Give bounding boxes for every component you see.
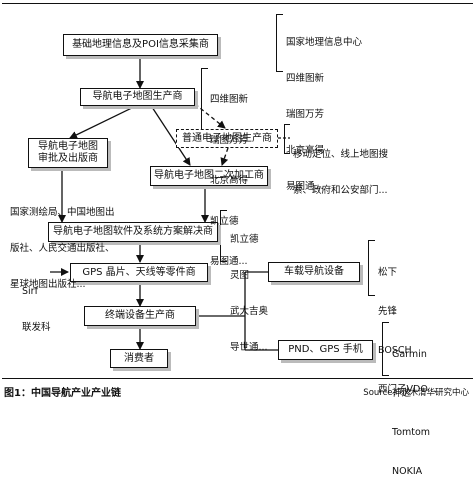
- in-car-companies: 松下 先锋 BOSCH 西门子VDO...: [378, 240, 436, 422]
- secondary-processor-label: 导航电子地图二次加工商: [154, 170, 264, 181]
- sirf-company: 联发科: [22, 322, 51, 333]
- pnd-gps-phone-label: PND、GPS 手机: [288, 344, 363, 355]
- nav-map-producer-label: 导航电子地图生产商: [92, 91, 183, 102]
- pnd-company: Garmin: [392, 349, 427, 360]
- collector-label: 基础地理信息及POI信息采集商: [72, 39, 209, 50]
- software-solution-label: 导航电子地图软件及系统方案解决商: [53, 226, 213, 237]
- in-car-company: 松下: [378, 267, 398, 278]
- collector-box: 基础地理信息及POI信息采集商: [63, 34, 218, 56]
- publisher-line: 国家测绘局、中国地图出: [10, 207, 115, 218]
- approval-publisher-label: 导航电子地图 审批及出版商: [38, 141, 98, 164]
- general-map-note: 移动定位、线上地图搜 索、政府和公安部门...: [293, 125, 388, 221]
- arrow-producer-to-secondary: [149, 103, 191, 166]
- terminal-maker-box: 终端设备生产商: [84, 306, 196, 326]
- terminal-maker-label: 终端设备生产商: [105, 310, 175, 321]
- collector-companies: 国家地理信息中心 四维图新 瑞图万芳 北京高得 易图通...: [286, 13, 362, 217]
- nav-map-producer-box: 导航电子地图生产商: [80, 88, 195, 106]
- consumer-label: 消费者: [124, 352, 154, 364]
- publisher-line: 版社、人民交通出版社、: [10, 243, 115, 254]
- approval-publisher-box: 导航电子地图 审批及出版商: [28, 138, 108, 168]
- secondary-processor-box: 导航电子地图二次加工商: [150, 166, 268, 186]
- publisher-line: 星球地图出版社...: [10, 279, 86, 290]
- software-companies: 凯立德 灵图 武大吉奥 导世通...: [230, 210, 268, 378]
- figure-source: Source：水木清华研究中心: [363, 388, 469, 398]
- producer-companies-bracket: [201, 68, 208, 138]
- in-car-device-box: 车载导航设备: [268, 262, 360, 282]
- software-solution-box: 导航电子地图软件及系统方案解决商: [48, 222, 218, 242]
- sirf-companies: Sirf 联发科: [22, 262, 51, 358]
- collector-company: 瑞图万芳: [286, 109, 325, 120]
- general-map-producer-label: 普通电子地图生产商: [182, 132, 272, 144]
- general-map-producer-box: 普通电子地图生产商: [176, 129, 278, 148]
- top-rule: [2, 3, 473, 4]
- software-company: 凯立德: [230, 234, 259, 245]
- software-company: 武大吉奥: [230, 306, 269, 317]
- producer-company: 四维图新: [210, 94, 249, 105]
- producer-company: 凯立德: [210, 215, 239, 227]
- producer-company: 易图通...: [210, 256, 248, 267]
- publishers: 国家测绘局、中国地图出 版社、人民交通出版社、 星球地图出版社...: [10, 183, 115, 315]
- arrow-producer-to-approval: [69, 103, 141, 139]
- pnd-gps-phone-box: PND、GPS 手机: [278, 340, 373, 360]
- pnd-company: Tomtom: [392, 427, 431, 438]
- arrow-general-to-secondary: [220, 147, 229, 166]
- sirf-company: Sirf: [22, 286, 38, 297]
- collector-companies-bracket: [276, 14, 283, 72]
- connector-layer: [50, 56, 290, 351]
- bottom-rule: [2, 378, 473, 379]
- software-companies-bracket: [220, 210, 227, 262]
- incar-companies-bracket: [368, 240, 375, 296]
- figure-caption: 图1：中国导航产业产业链: [4, 388, 121, 399]
- software-company: 导世通...: [230, 342, 268, 353]
- gps-parts-label: GPS 晶片、天线等零件商: [82, 266, 196, 278]
- pnd-company: NOKIA: [392, 466, 423, 477]
- collector-company: 北京高得: [286, 145, 325, 156]
- in-car-company: 先锋: [378, 306, 398, 317]
- gps-parts-box: GPS 晶片、天线等零件商: [70, 263, 208, 282]
- pnd-companies: Garmin 神达 Tomtom NOKIA: [392, 322, 430, 504]
- general-note-line: 索、政府和公安部门...: [293, 185, 388, 196]
- industry-chain-diagram: 基础地理信息及POI信息采集商 导航电子地图生产商 导航电子地图 审批及出版商 …: [2, 3, 473, 477]
- in-car-company: 西门子VDO...: [378, 384, 437, 395]
- pnd-companies-bracket: [382, 322, 389, 376]
- consumer-box: 消费者: [110, 349, 168, 368]
- general-note-bracket: [284, 124, 290, 154]
- general-note-line: 移动定位、线上地图搜: [293, 149, 389, 160]
- pnd-company: 神达: [392, 388, 412, 399]
- in-car-device-label: 车载导航设备: [284, 266, 344, 277]
- producer-company: 北京高得: [210, 175, 249, 186]
- collector-company: 易图通...: [286, 181, 324, 192]
- producer-company: 瑞图万芳: [210, 134, 249, 146]
- collector-company: 四维图新: [286, 73, 325, 84]
- nav-producer-companies: 四维图新 瑞图万芳 北京高得 凯立德 易图通...: [210, 66, 248, 296]
- in-car-company: BOSCH: [378, 345, 412, 356]
- collector-company: 国家地理信息中心: [286, 37, 363, 48]
- software-company: 灵图: [230, 270, 250, 281]
